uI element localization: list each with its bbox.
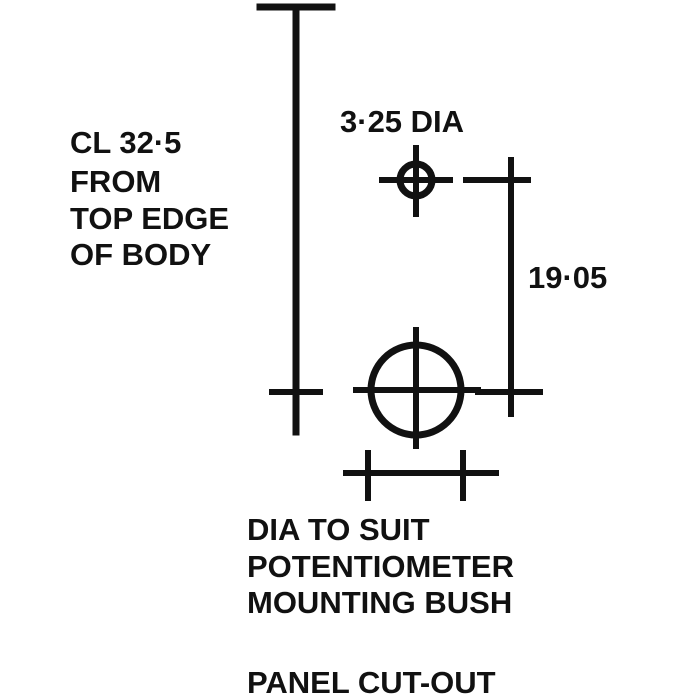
centerline-dimension [256,3,336,436]
bush-diameter-dimension [343,450,499,501]
centerline-label-line-3: TOP EDGE [70,201,229,236]
bush-note-label: DIA TO SUIT POTENTIOMETER MOUNTING BUSH [247,512,514,620]
centerline-label: CL 32·5 FROM TOP EDGE OF BODY [70,125,229,272]
bush-note-line-2: POTENTIOMETER [247,549,514,584]
centerline-label-line-1: CL 32·5 [70,125,181,160]
spacing-label: 19·05 [528,260,607,295]
centerline-label-line-2: FROM [70,164,161,199]
centerline-label-line-4: OF BODY [70,237,212,272]
spacing-dimension [463,157,543,417]
bush-note-line-1: DIA TO SUIT [247,512,430,547]
bush-note-line-3: MOUNTING BUSH [247,585,512,620]
small-hole-dia-label: 3·25 DIA [340,104,464,139]
large-hole [353,327,481,449]
small-hole [379,145,453,217]
caption: PANEL CUT-OUT [247,665,496,700]
